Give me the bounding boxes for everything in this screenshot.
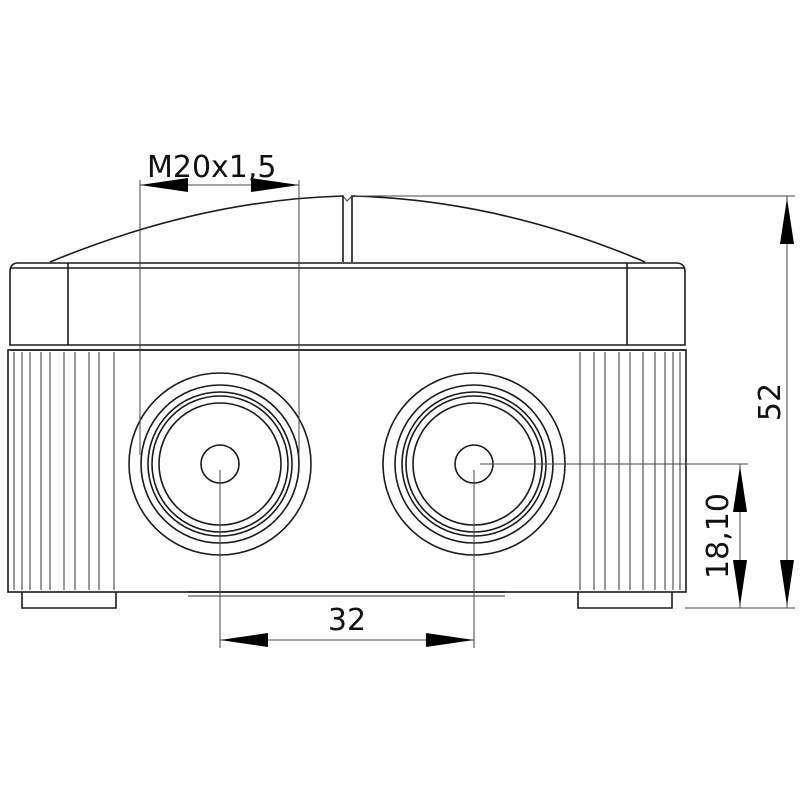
right-foot xyxy=(577,592,673,609)
entry-height-dimension: 18,10 xyxy=(701,464,747,608)
lid-dome xyxy=(49,195,646,263)
thread-dimension: M20x1,5 xyxy=(139,150,300,455)
spacing-label: 32 xyxy=(328,603,366,638)
lid-band xyxy=(9,262,686,351)
enclosure-body xyxy=(7,349,687,609)
entry-height-label: 18,10 xyxy=(701,493,736,579)
left-ribs xyxy=(13,352,115,590)
height-dimension: 52 xyxy=(355,195,795,609)
spacing-dimension: 32 xyxy=(220,603,474,647)
thread-label: M20x1,5 xyxy=(147,150,277,185)
left-foot xyxy=(21,592,117,609)
right-ribs xyxy=(579,352,681,590)
height-label: 52 xyxy=(753,383,788,421)
